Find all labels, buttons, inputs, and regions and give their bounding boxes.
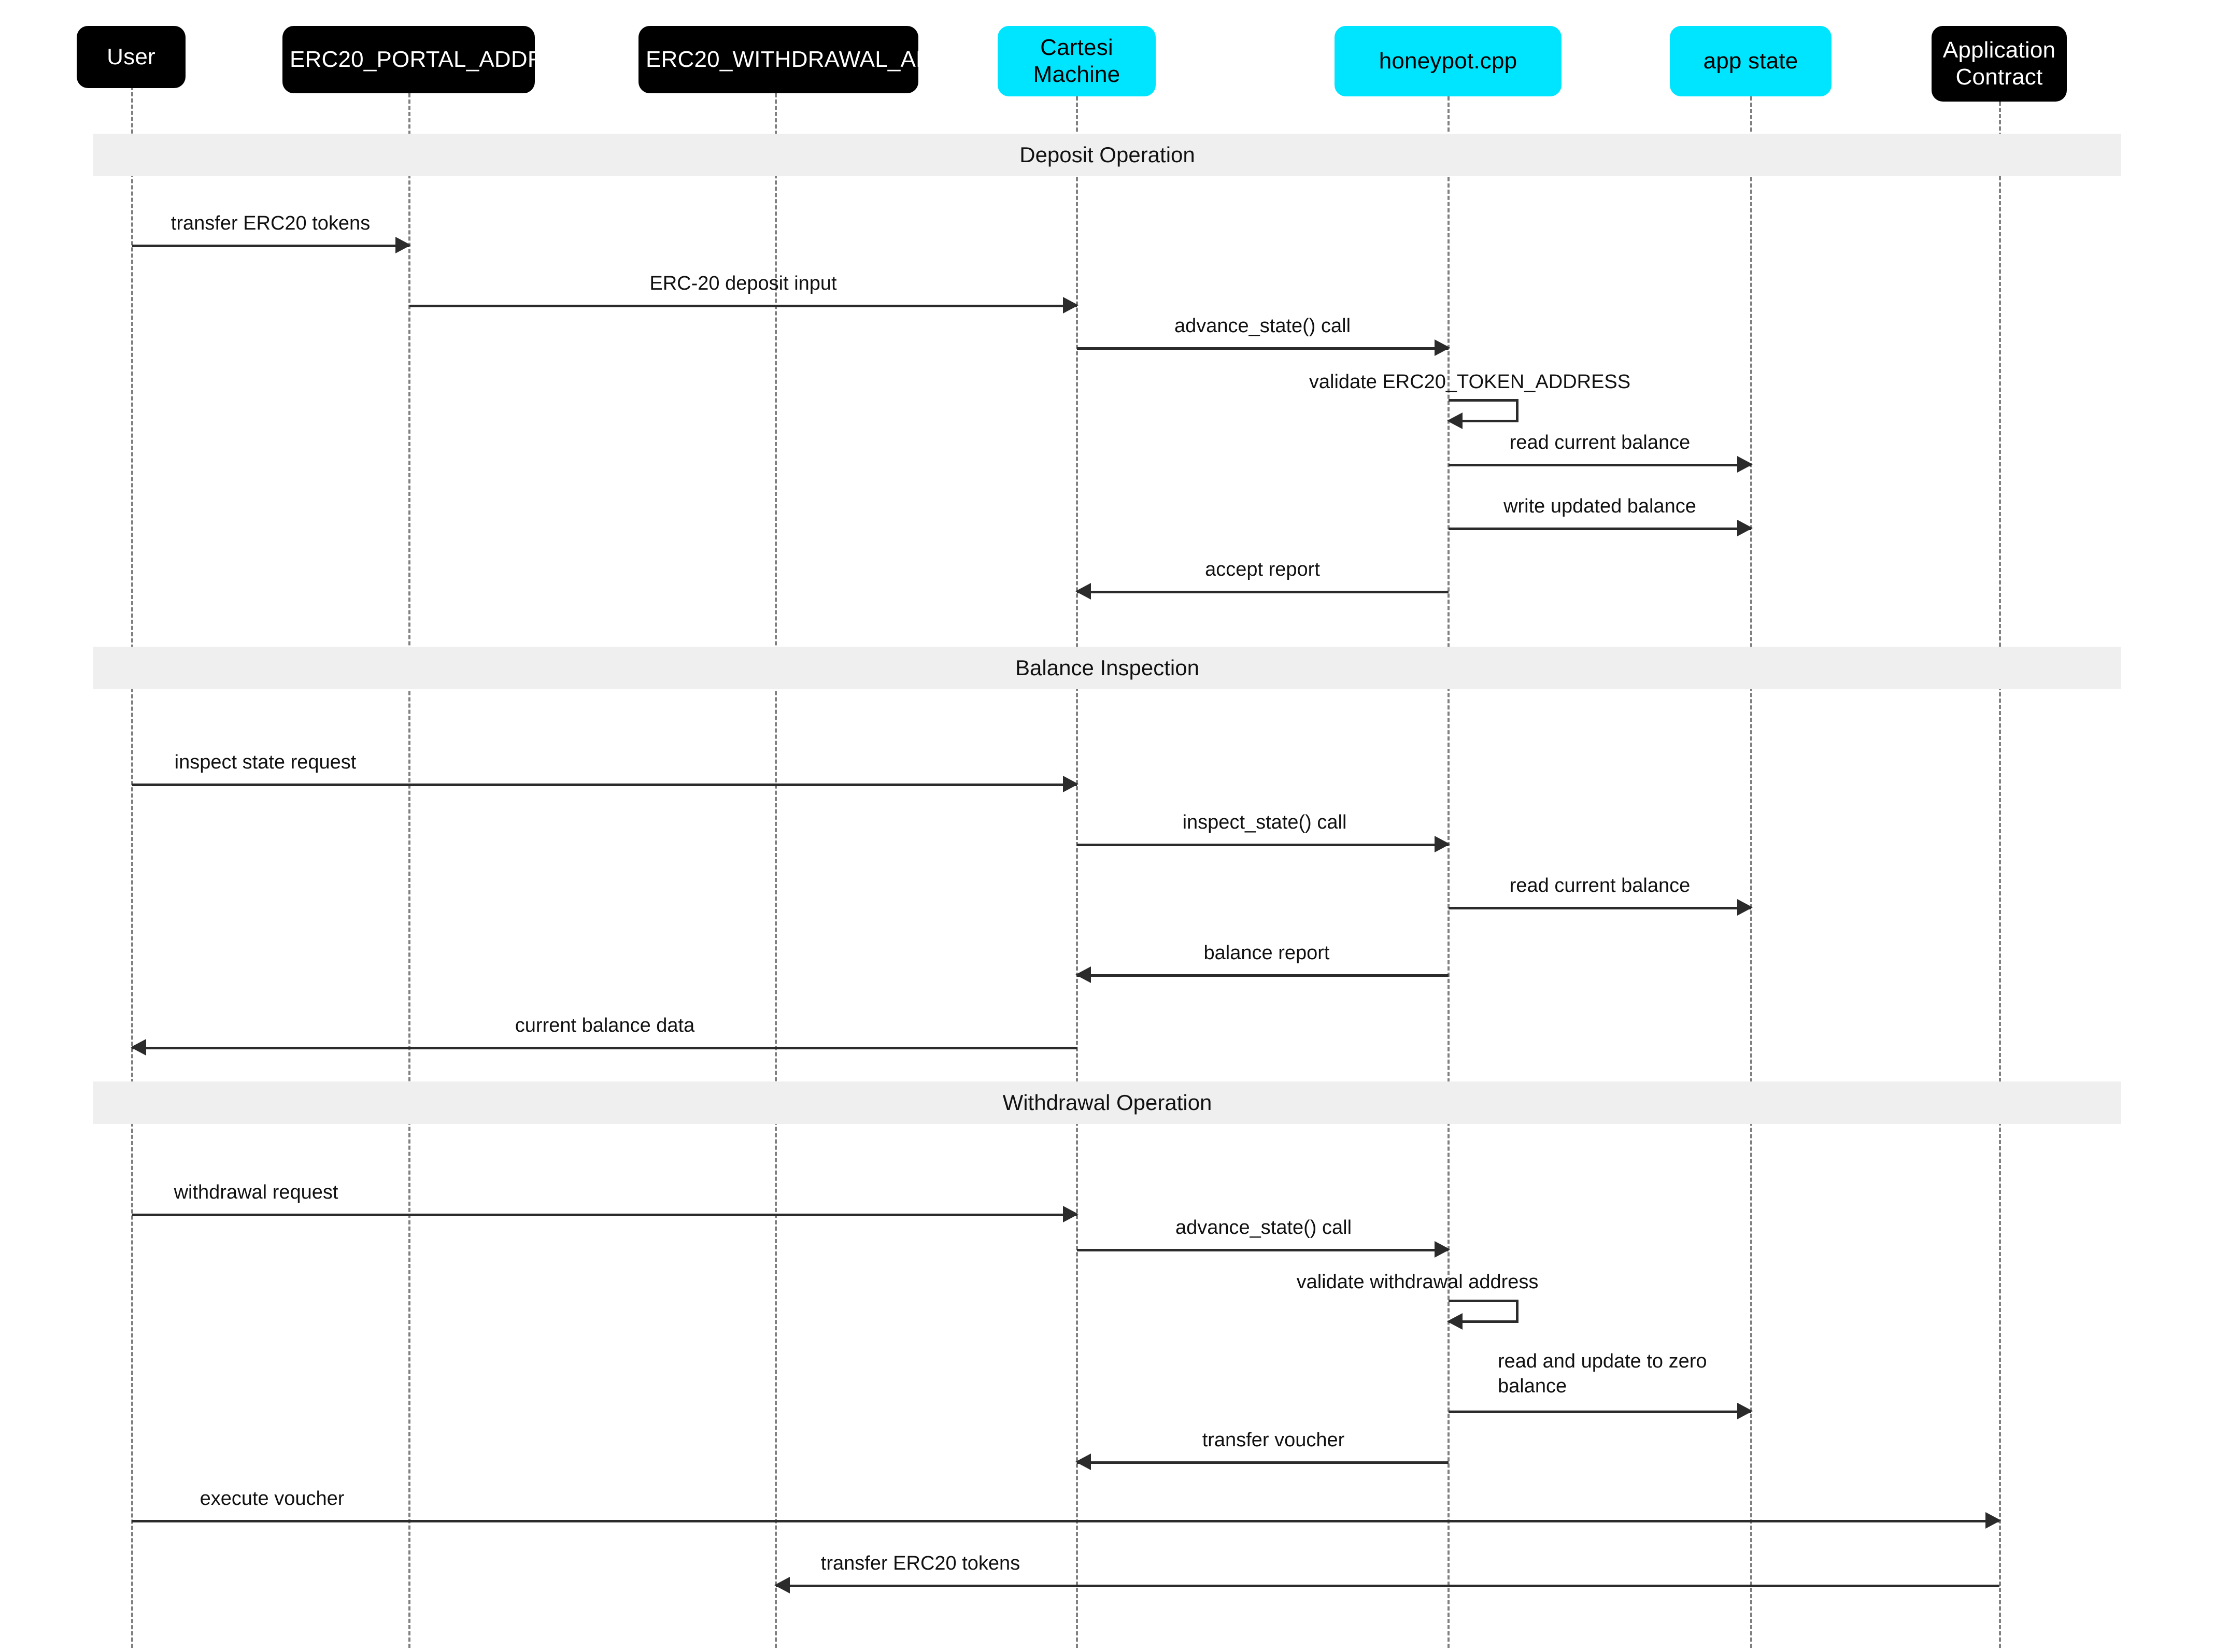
arrow-head-right-icon (1435, 1241, 1450, 1258)
message-line (132, 1047, 1077, 1049)
message-line (1077, 591, 1449, 593)
self-message-validate-withdrawal-address (1447, 1300, 1518, 1330)
message-label-advance-state-call-withdrawal: advance_state() call (1175, 1217, 1352, 1238)
participant-application-contract[interactable]: Application Contract (1932, 26, 2067, 102)
message-label-validate-erc20-token-address: validate ERC20_TOKEN_ADDRESS (1309, 371, 1631, 393)
arrow-head-right-icon (1435, 836, 1450, 852)
message-line (1077, 844, 1449, 846)
arrow-head-right-icon (1985, 1512, 2001, 1529)
arrow-head-left-icon (1075, 583, 1091, 600)
message-label-withdrawal-request: withdrawal request (174, 1181, 338, 1203)
message-label-transfer-voucher: transfer voucher (1202, 1429, 1345, 1451)
section-title-inspection: Balance Inspection (1015, 656, 1199, 680)
lifeline-user (131, 67, 133, 1648)
message-line (409, 305, 1077, 307)
lifeline-honeypot (1447, 96, 1450, 1648)
message-line (132, 245, 409, 247)
message-label-inspect-state-call: inspect_state() call (1182, 811, 1347, 833)
arrow-head-left-icon (1075, 1454, 1091, 1470)
message-label-advance-state-call-deposit: advance_state() call (1174, 315, 1351, 337)
message-line (1449, 528, 1751, 530)
message-line (132, 1214, 1077, 1216)
message-line (1449, 464, 1751, 466)
lifeline-machine (1076, 96, 1078, 1648)
section-title-deposit: Deposit Operation (1019, 143, 1195, 167)
participant-erc20-portal-address[interactable]: ERC20_PORTAL_ADDRESS (282, 26, 590, 93)
message-label-current-balance-data: current balance data (515, 1015, 695, 1036)
participant-label-cartesi-machine: Cartesi Machine (1033, 35, 1120, 87)
participant-label-app-state: app state (1703, 48, 1798, 74)
message-line (1077, 347, 1449, 350)
arrow-head-right-icon (1063, 1206, 1078, 1222)
message-line (132, 1520, 1999, 1522)
message-label-read-current-balance-inspection: read current balance (1509, 875, 1691, 896)
participant-label-user: User (107, 44, 155, 70)
message-line (1077, 974, 1449, 977)
arrow-head-left-icon (1075, 966, 1091, 983)
arrow-head-right-icon (1737, 899, 1753, 916)
message-label-transfer-erc20-tokens-out: transfer ERC20 tokens (820, 1553, 1020, 1574)
arrow-head-right-icon (1737, 520, 1753, 536)
lifeline-contract (1999, 102, 2001, 1648)
arrow-head-right-icon (1063, 776, 1078, 792)
message-line (1077, 1461, 1449, 1464)
arrow-head-left-icon (774, 1577, 790, 1593)
participant-app-state[interactable]: app state (1670, 26, 1832, 96)
participant-erc20-withdrawal-address[interactable]: ERC20_WITHDRAWAL_ADDRESS (638, 26, 1012, 93)
message-line (776, 1585, 1999, 1587)
arrow-head-right-icon (395, 237, 411, 253)
section-band-deposit: Deposit Operation (93, 134, 2121, 176)
arrow-head-left-icon (1447, 412, 1463, 429)
message-line (1449, 1411, 1751, 1413)
lifeline-withdrawal (775, 93, 777, 1648)
message-line (1449, 907, 1751, 909)
message-label-inspect-state-request: inspect state request (174, 751, 357, 773)
lifeline-portal (408, 93, 410, 1648)
message-line (132, 784, 1077, 786)
message-line (1077, 1249, 1449, 1251)
participant-label-application-contract: Application Contract (1942, 37, 2056, 90)
participant-label-erc20-withdrawal-address: ERC20_WITHDRAWAL_ADDRESS (646, 47, 1012, 73)
arrow-head-left-icon (1447, 1313, 1463, 1330)
message-label-accept-report: accept report (1205, 559, 1320, 580)
message-label-transfer-erc20-tokens: transfer ERC20 tokens (171, 212, 371, 234)
participant-cartesi-machine[interactable]: Cartesi Machine (998, 26, 1156, 96)
section-title-withdrawal: Withdrawal Operation (1002, 1090, 1212, 1115)
arrow-head-left-icon (131, 1039, 146, 1056)
message-label-balance-report: balance report (1203, 942, 1330, 964)
message-label-read-current-balance-deposit: read current balance (1509, 432, 1691, 453)
section-band-inspection: Balance Inspection (93, 647, 2121, 689)
message-label-execute-voucher: execute voucher (200, 1488, 345, 1509)
message-label-erc20-deposit-input: ERC-20 deposit input (649, 273, 837, 294)
self-message-validate-erc20-token-address (1447, 399, 1518, 429)
participant-user[interactable]: User (77, 26, 186, 88)
arrow-head-right-icon (1063, 297, 1078, 314)
section-band-withdrawal: Withdrawal Operation (93, 1081, 2121, 1124)
arrow-head-right-icon (1737, 456, 1753, 473)
participant-honeypot-cpp[interactable]: honeypot.cpp (1335, 26, 1562, 96)
arrow-head-right-icon (1435, 339, 1450, 356)
arrow-head-right-icon (1737, 1403, 1753, 1419)
message-label-validate-withdrawal-address: validate withdrawal address (1296, 1271, 1539, 1293)
message-label-read-and-update-to-zero-balance: read and update to zero balance (1498, 1350, 1707, 1397)
participant-label-honeypot-cpp: honeypot.cpp (1379, 48, 1517, 74)
message-label-write-updated-balance: write updated balance (1503, 495, 1696, 517)
participant-label-erc20-portal-address: ERC20_PORTAL_ADDRESS (290, 47, 590, 73)
lifeline-appstate (1750, 96, 1752, 1648)
